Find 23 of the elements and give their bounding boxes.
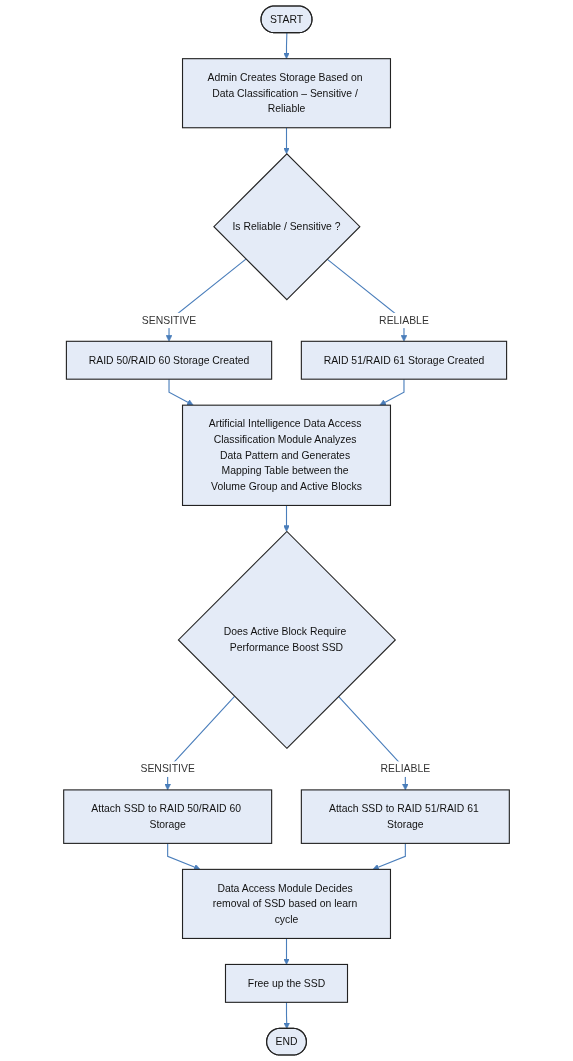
node-box: Artificial Intelligence Data Access Classification Module Analyzes Data Pattern and Generates Mapping Table between the Volume Group and Active Blocks — [181, 404, 392, 506]
arrow — [283, 504, 290, 532]
arrow — [167, 842, 201, 871]
node-box: RAID 50/RAID 60 Storage Created — [65, 340, 273, 380]
edge-label: RELIABLE — [380, 762, 431, 775]
node-box: Data Access Module Decides removal of SSD based on learn cycle — [181, 868, 392, 939]
arrow — [283, 127, 290, 155]
arrow — [379, 378, 405, 406]
node-box: Attach SSD to RAID 51/RAID 61 Storage — [300, 789, 510, 844]
node-box: Free up the SSD — [224, 963, 349, 1003]
node-box: Attach SSD to RAID 50/RAID 60 Storage — [63, 789, 273, 844]
arrow — [372, 842, 406, 871]
node-diamond: Is Reliable / Sensitive ? — [213, 152, 361, 301]
edge-label: RELIABLE — [379, 314, 429, 327]
arrow — [283, 32, 290, 59]
node-diamond: Does Active Block Require Performance Boost SSD — [177, 530, 397, 750]
edge-label: SENSITIVE — [140, 762, 195, 775]
arrow — [283, 1001, 290, 1029]
arrow — [283, 937, 290, 965]
edge-label: SENSITIVE — [141, 314, 197, 327]
node-box: RAID 51/RAID 61 Storage Created — [300, 340, 508, 380]
arrow — [168, 378, 194, 406]
node-box: Admin Creates Storage Based on Data Classification – Sensitive / Reliable — [181, 58, 392, 129]
